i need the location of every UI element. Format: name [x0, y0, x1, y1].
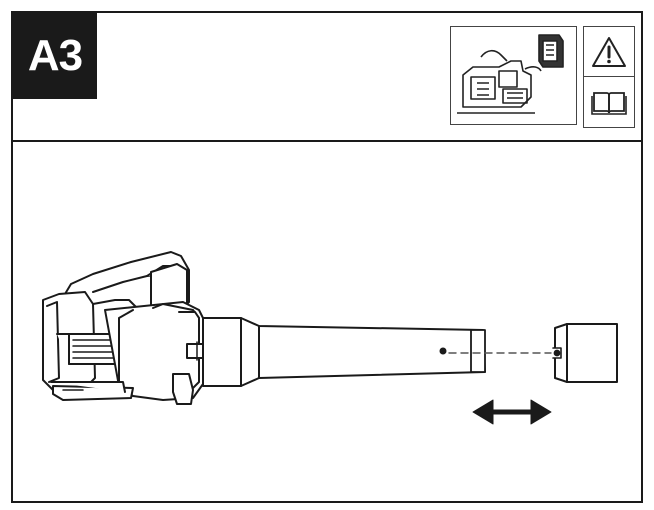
warning-cell: [584, 27, 634, 77]
panel-header: A3: [13, 13, 641, 142]
safety-icons: [583, 26, 635, 128]
double-arrow-icon: [472, 399, 552, 425]
instruction-panel: A3: [11, 11, 643, 503]
warning-triangle-icon: [592, 36, 626, 67]
nozzle-tip-icon: [552, 323, 618, 383]
step-label: A3: [27, 31, 83, 80]
assembly-thumbnail: [450, 26, 577, 125]
open-book-icon: [591, 92, 627, 115]
step-badge: A3: [13, 13, 97, 99]
thumbnail-drawing: [457, 34, 564, 114]
leaf-blower-icon: [42, 251, 486, 405]
illustration-area: [13, 142, 641, 501]
assembly-illustration: [42, 251, 618, 425]
manual-cell: [584, 77, 634, 127]
